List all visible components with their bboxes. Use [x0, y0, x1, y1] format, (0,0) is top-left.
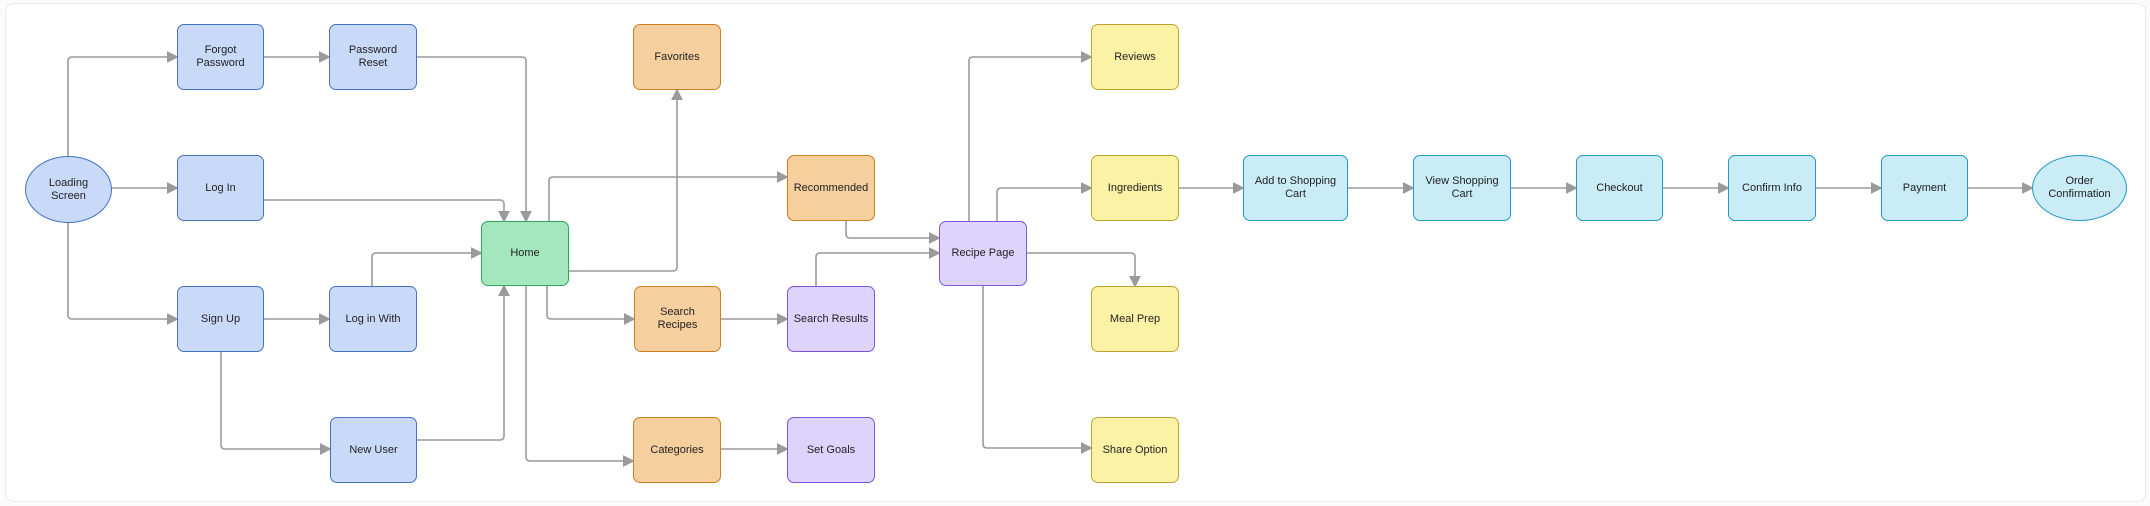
node-viewcart[interactable]: View Shopping Cart [1413, 155, 1511, 221]
node-confirminfo[interactable]: Confirm Info [1728, 155, 1816, 221]
node-label-searchresults: Search Results [793, 312, 869, 325]
node-recommended[interactable]: Recommended [787, 155, 875, 221]
edge-searchresults-recipepage [815, 247, 941, 286]
node-label-viewcart: View Shopping Cart [1425, 175, 1499, 200]
node-label-addcart: Add to Shopping Cart [1254, 175, 1337, 200]
node-label-checkout: Checkout [1596, 181, 1643, 194]
edge-recipepage-ingredients [996, 182, 1093, 221]
node-label-favorites: Favorites [654, 50, 700, 63]
node-forgot[interactable]: Forgot Password [177, 24, 264, 90]
node-label-reset: Password Reset [348, 44, 398, 69]
edge-recommended-recipepage [845, 221, 941, 244]
node-label-recommended: Recommended [793, 181, 869, 194]
edge-home-recommended [548, 171, 789, 221]
node-label-setgoals: Set Goals [806, 443, 856, 456]
node-label-recipepage: Recipe Page [951, 247, 1015, 260]
node-loading[interactable]: Loading Screen [25, 156, 112, 223]
node-label-shareoption: Share Option [1102, 443, 1168, 456]
node-addcart[interactable]: Add to Shopping Cart [1243, 155, 1348, 221]
node-label-login: Log In [205, 181, 236, 194]
node-categories[interactable]: Categories [633, 417, 721, 483]
node-label-loginwith: Log in With [345, 312, 401, 325]
node-label-forgot: Forgot Password [196, 44, 245, 69]
node-label-searchrecipes: Search Recipes [657, 306, 698, 331]
node-ingredients[interactable]: Ingredients [1091, 155, 1179, 221]
node-searchrecipes[interactable]: Search Recipes [634, 286, 721, 352]
node-signup[interactable]: Sign Up [177, 286, 264, 352]
node-recipepage[interactable]: Recipe Page [939, 221, 1027, 286]
node-favorites[interactable]: Favorites [633, 24, 721, 90]
node-login[interactable]: Log In [177, 155, 264, 221]
node-label-loading: Loading Screen [48, 176, 89, 202]
edge-recipepage-shareoption [982, 286, 1093, 454]
node-label-reviews: Reviews [1114, 50, 1156, 63]
node-label-confirminfo: Confirm Info [1742, 181, 1802, 194]
edge-newuser-home [417, 284, 510, 441]
node-searchresults[interactable]: Search Results [787, 286, 875, 352]
node-label-signup: Sign Up [200, 312, 241, 325]
node-shareoption[interactable]: Share Option [1091, 417, 1179, 483]
node-reset[interactable]: Password Reset [329, 24, 417, 90]
node-checkout[interactable]: Checkout [1576, 155, 1663, 221]
edge-loginwith-home [371, 247, 483, 286]
node-label-ingredients: Ingredients [1107, 181, 1163, 194]
node-loginwith[interactable]: Log in With [329, 286, 417, 352]
node-home[interactable]: Home [481, 221, 569, 286]
edge-recipepage-reviews [968, 51, 1093, 221]
edge-signup-newuser [220, 352, 332, 455]
node-orderconf[interactable]: Order Confirmation [2032, 155, 2127, 221]
edge-home-favorites [569, 88, 683, 272]
node-label-payment: Payment [1902, 181, 1947, 194]
node-setgoals[interactable]: Set Goals [787, 417, 875, 483]
edge-home-categories [525, 286, 635, 467]
edge-recipepage-mealprep [1027, 252, 1141, 288]
edge-home-searchrecipes [546, 286, 636, 325]
node-label-newuser: New User [349, 443, 398, 456]
node-label-mealprep: Meal Prep [1109, 312, 1161, 325]
node-label-orderconf: Order Confirmation [2048, 175, 2111, 200]
node-reviews[interactable]: Reviews [1091, 24, 1179, 90]
node-mealprep[interactable]: Meal Prep [1091, 286, 1179, 352]
edge-reset-home [417, 56, 532, 223]
node-payment[interactable]: Payment [1881, 155, 1968, 221]
node-label-home: Home [510, 247, 540, 260]
edge-loading-signup [67, 223, 179, 325]
edge-login-home [264, 199, 510, 223]
node-label-categories: Categories [650, 443, 704, 456]
node-newuser[interactable]: New User [330, 417, 417, 483]
edge-loading-forgot [67, 51, 179, 156]
